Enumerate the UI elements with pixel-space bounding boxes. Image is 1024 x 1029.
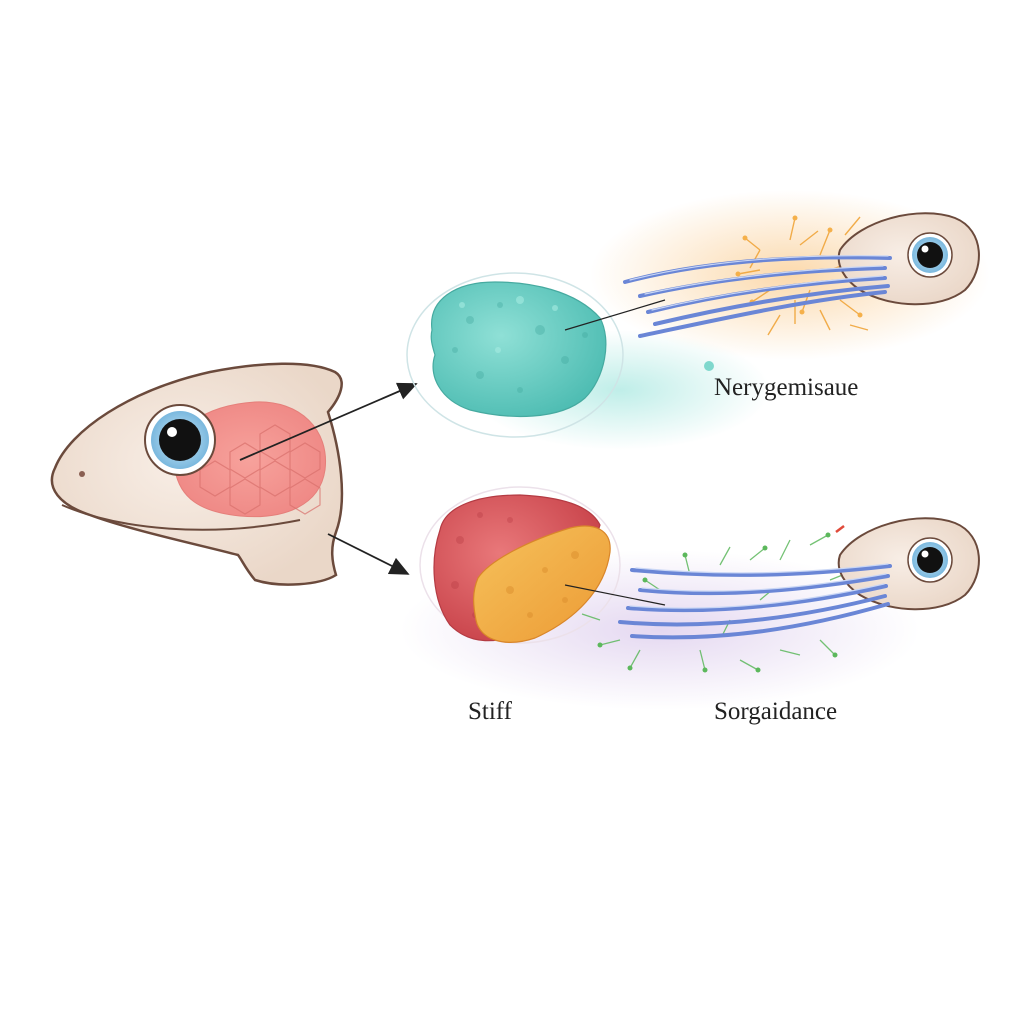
label-top-right: Nerуgemisaue bbox=[714, 374, 859, 401]
main-head-icon bbox=[50, 362, 344, 586]
stiff-tissue-icon bbox=[419, 486, 621, 644]
teal-dot bbox=[704, 361, 714, 371]
arrow-to-teal-tissue bbox=[239, 382, 418, 461]
main-head-eye-icon bbox=[144, 404, 216, 476]
arrow-to-stiff-tissue bbox=[327, 533, 410, 575]
label-stiff: Stiff bbox=[468, 698, 512, 725]
pointer-line-bottom bbox=[564, 584, 666, 606]
label-bottom-right: Sorgaidance bbox=[714, 698, 838, 725]
nerve-cell-top-icon bbox=[623, 212, 980, 338]
pointer-line-top bbox=[564, 299, 666, 331]
soft-tissue-icon bbox=[406, 272, 624, 438]
nerve-cell-bottom-icon bbox=[581, 517, 980, 673]
